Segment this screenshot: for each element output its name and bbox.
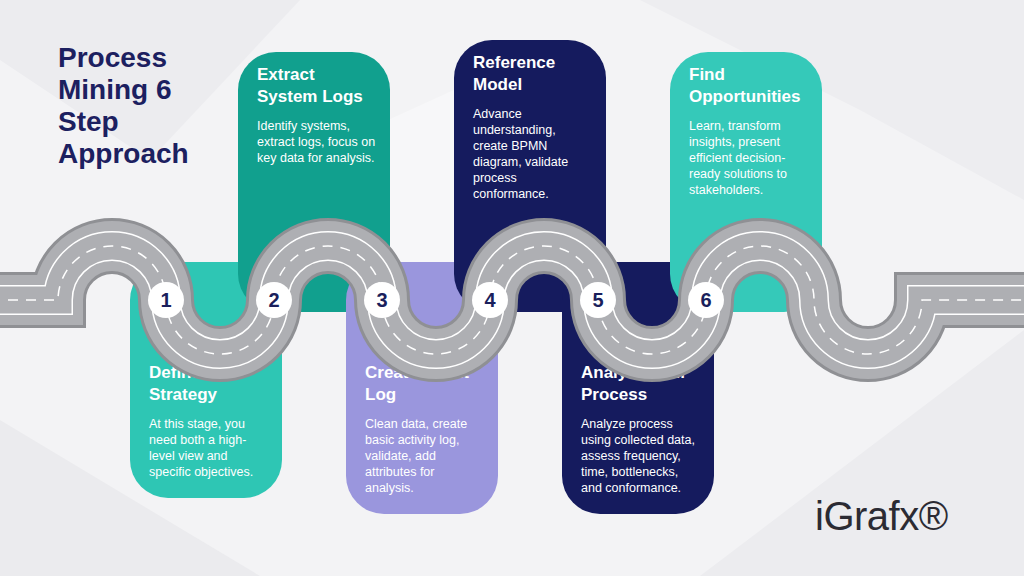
step-description: Identify systems, extract logs, focus on… bbox=[257, 118, 376, 166]
step-number: 6 bbox=[700, 289, 711, 312]
step-heading: Reference Model bbox=[473, 52, 592, 96]
step-description: At this stage, you need both a high-leve… bbox=[149, 416, 268, 480]
step-number: 5 bbox=[592, 289, 603, 312]
step-heading: Extract System Logs bbox=[257, 64, 376, 108]
step-number: 2 bbox=[268, 289, 279, 312]
step-description: Learn, transform insights, present effic… bbox=[689, 118, 808, 198]
step-number-circle: 6 bbox=[688, 282, 724, 318]
brand-logo: iGrafx® bbox=[815, 494, 948, 539]
step-number-circle: 2 bbox=[256, 282, 292, 318]
step-number-circle: 5 bbox=[580, 282, 616, 318]
step-heading: Find Opportunities bbox=[689, 64, 808, 108]
step-number: 4 bbox=[484, 289, 495, 312]
title: Process Mining 6 Step Approach bbox=[58, 42, 236, 170]
step-number-circle: 1 bbox=[148, 282, 184, 318]
step-number: 3 bbox=[376, 289, 387, 312]
step-number: 1 bbox=[160, 289, 171, 312]
step-description: Clean data, create basic activity log, v… bbox=[365, 416, 484, 496]
step-description: Advance understanding, create BPMN diagr… bbox=[473, 106, 592, 202]
step-description: Analyze process using collected data, as… bbox=[581, 416, 700, 496]
step-number-circle: 3 bbox=[364, 282, 400, 318]
step-number-circle: 4 bbox=[472, 282, 508, 318]
